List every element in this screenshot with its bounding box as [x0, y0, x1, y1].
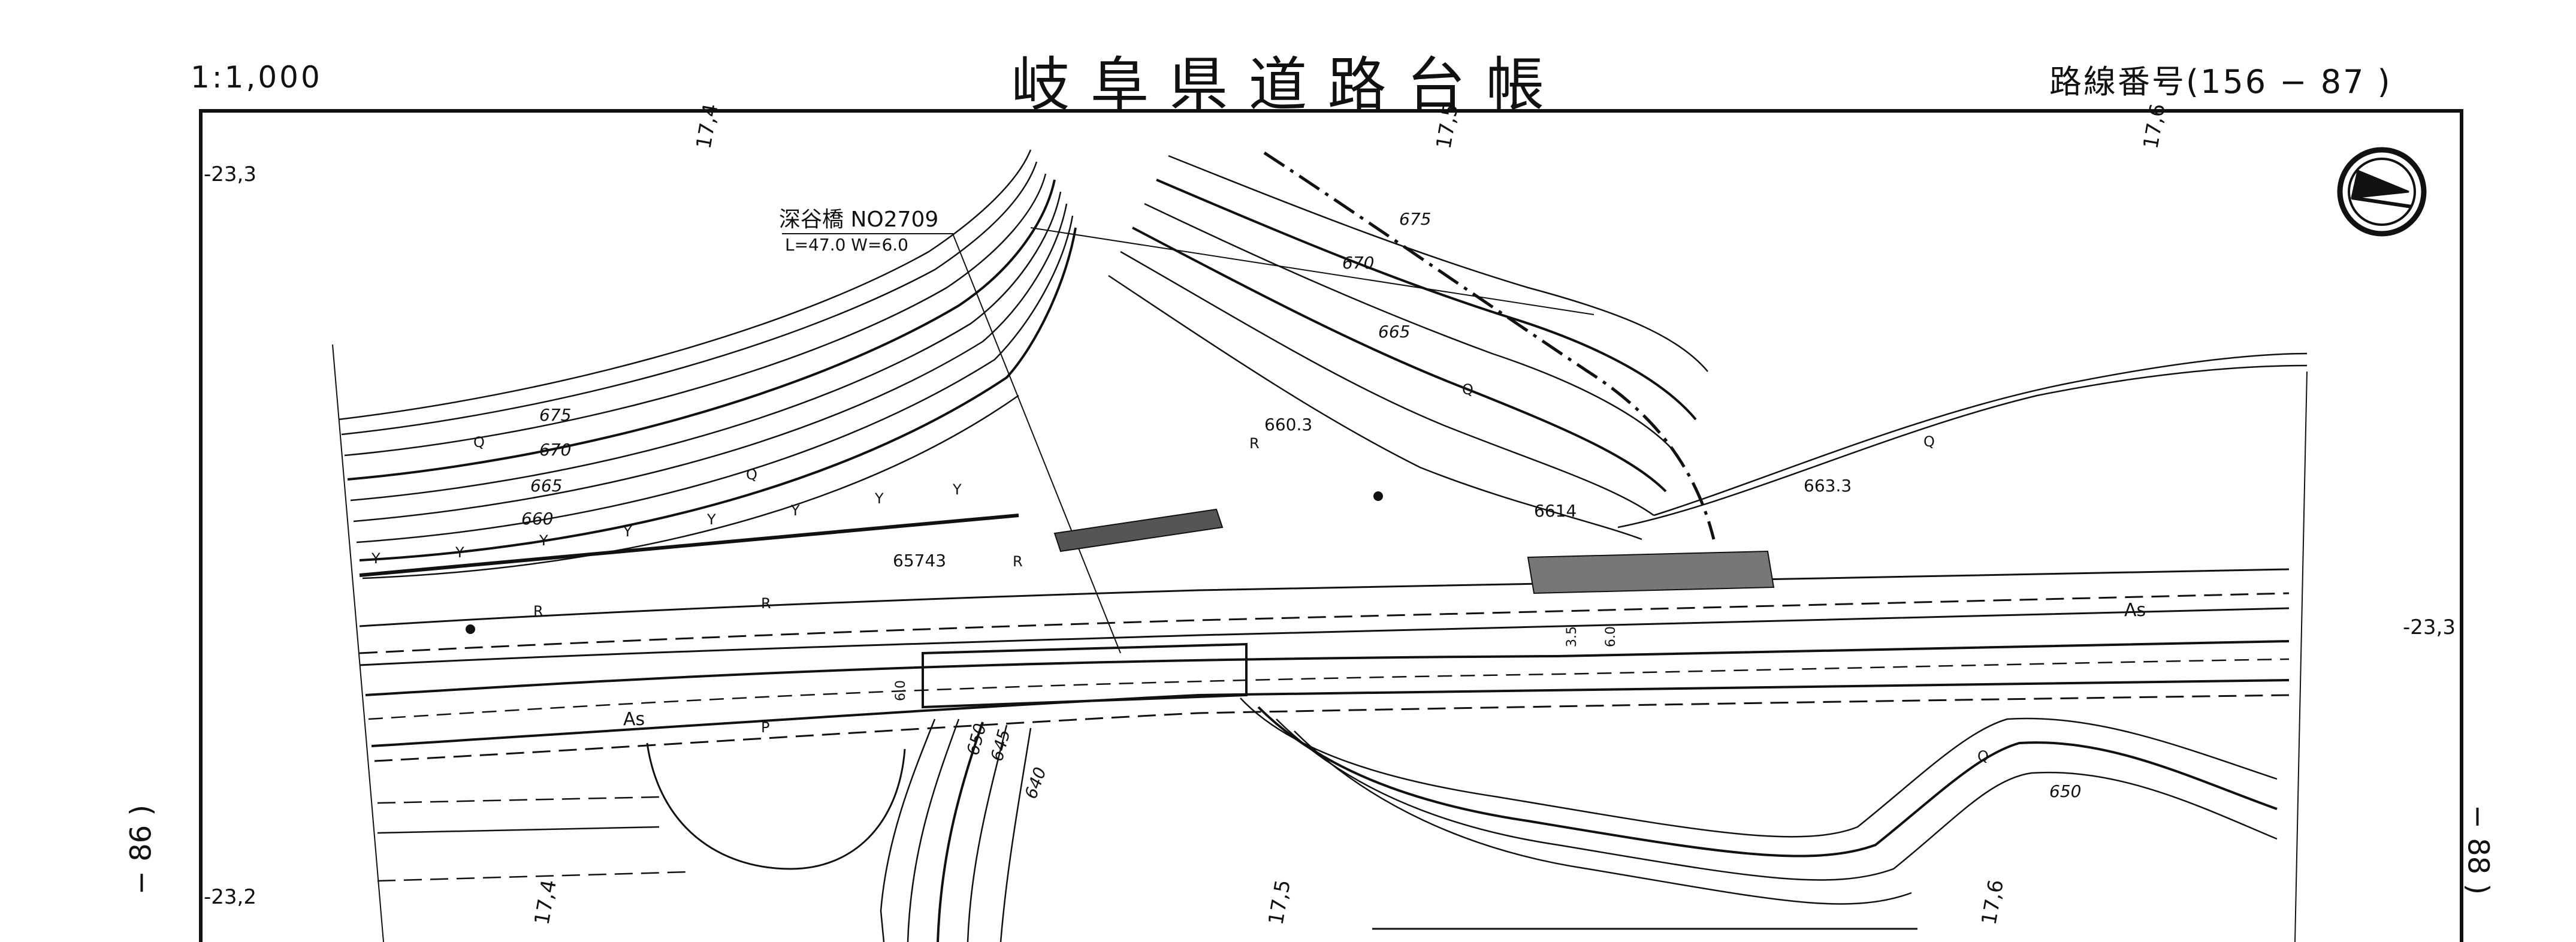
marker-point-1 [466, 624, 475, 634]
contours-north-east [1108, 155, 2308, 541]
contour-label-ne-665: 665 [1378, 322, 1410, 342]
map-frame [199, 109, 2463, 942]
shrub-symbol-6: Y [790, 502, 800, 519]
retaining-wall-symbol-2: R [761, 595, 771, 612]
marker-point-2 [1373, 491, 1383, 501]
grid-y-left-2: -23,2 [204, 885, 256, 909]
shrub-symbol-7: Y [874, 490, 884, 507]
grid-x-bottom-2: 17,5 [1264, 878, 1295, 926]
grid-x-bottom-1: 17,4 [530, 878, 561, 926]
shrub-symbol-2: Y [455, 544, 464, 561]
retaining-wall-symbol-4: R [1013, 553, 1023, 570]
sign-symbol-5: Q [1977, 748, 1989, 765]
spot-height-3: 663.3 [1804, 476, 1852, 496]
sheet-title: 岐阜県道路台帳 [1011, 51, 1565, 119]
grid-y-right-1: -23,3 [2403, 615, 2456, 639]
sign-symbol-1: Q [473, 434, 485, 451]
shrub-symbol-5: Y [706, 511, 716, 528]
sign-symbol-3: Q [1462, 381, 1473, 398]
contour-label-s-640: 640 [1021, 765, 1050, 802]
road-width-label-3: 3.5 [1565, 626, 1580, 647]
road-surface-label-1: As [623, 709, 645, 730]
contours-south [880, 698, 2278, 942]
hatched-walls [359, 508, 1775, 594]
road-carriageway [365, 640, 2290, 762]
contour-label-ne-670: 670 [1342, 253, 1374, 273]
spot-height-1: 660.3 [1264, 415, 1312, 434]
shrub-symbol-3: Y [539, 532, 548, 549]
contour-label-ne-675: 675 [1399, 209, 1431, 229]
survey-limit-right [2294, 371, 2308, 942]
contour-label-s-645: 645 [987, 727, 1014, 763]
north-arrow-icon [2337, 147, 2427, 237]
contour-label-660: 660 [521, 509, 553, 529]
bridge-label-leader [782, 233, 1121, 654]
spot-height-4: 65743 [893, 551, 946, 570]
scale-label: 1:1,000 [191, 60, 322, 95]
pole-symbol: P [761, 719, 769, 736]
shrub-symbol-1: Y [371, 550, 380, 567]
road-surface-label-2: As [2124, 600, 2146, 621]
shrub-symbol-8: Y [952, 481, 962, 498]
retaining-wall-symbol-1: R [533, 603, 543, 620]
grid-y-left-1: -23,3 [204, 162, 256, 186]
shrub-symbol-4: Y [623, 523, 632, 540]
road-width-label-2: 6.0 [1603, 626, 1618, 647]
contour-label-665: 665 [530, 476, 562, 496]
route-number: 路線番号(156 − 87 ) [2049, 63, 2392, 101]
spot-height-2: 6614 [1534, 501, 1577, 521]
embankment-south-west [646, 742, 906, 870]
contours-north-west [338, 149, 1077, 579]
retaining-wall-symbol-3: R [1249, 435, 1260, 452]
bridge-deck [922, 642, 1248, 709]
boundary-chain-line [1263, 151, 1716, 540]
survey-limit-left [332, 344, 384, 942]
contour-label-675: 675 [539, 405, 571, 425]
power-line [1030, 227, 1594, 315]
contour-label-s-650b: 650 [2049, 781, 2081, 801]
south-fences [377, 796, 1917, 930]
grid-x-bottom-3: 17,6 [1977, 878, 2009, 926]
sign-symbol-2: Q [746, 466, 757, 483]
contour-label-670: 670 [539, 440, 571, 460]
road-upper-edges [359, 568, 2290, 666]
bridge-dimensions: L=47.0 W=6.0 [785, 235, 908, 255]
road-width-label-1: 6.0 [893, 680, 908, 701]
sign-symbol-4: Q [1923, 433, 1935, 450]
bridge-name: 深谷橋 NO2709 [779, 207, 938, 232]
